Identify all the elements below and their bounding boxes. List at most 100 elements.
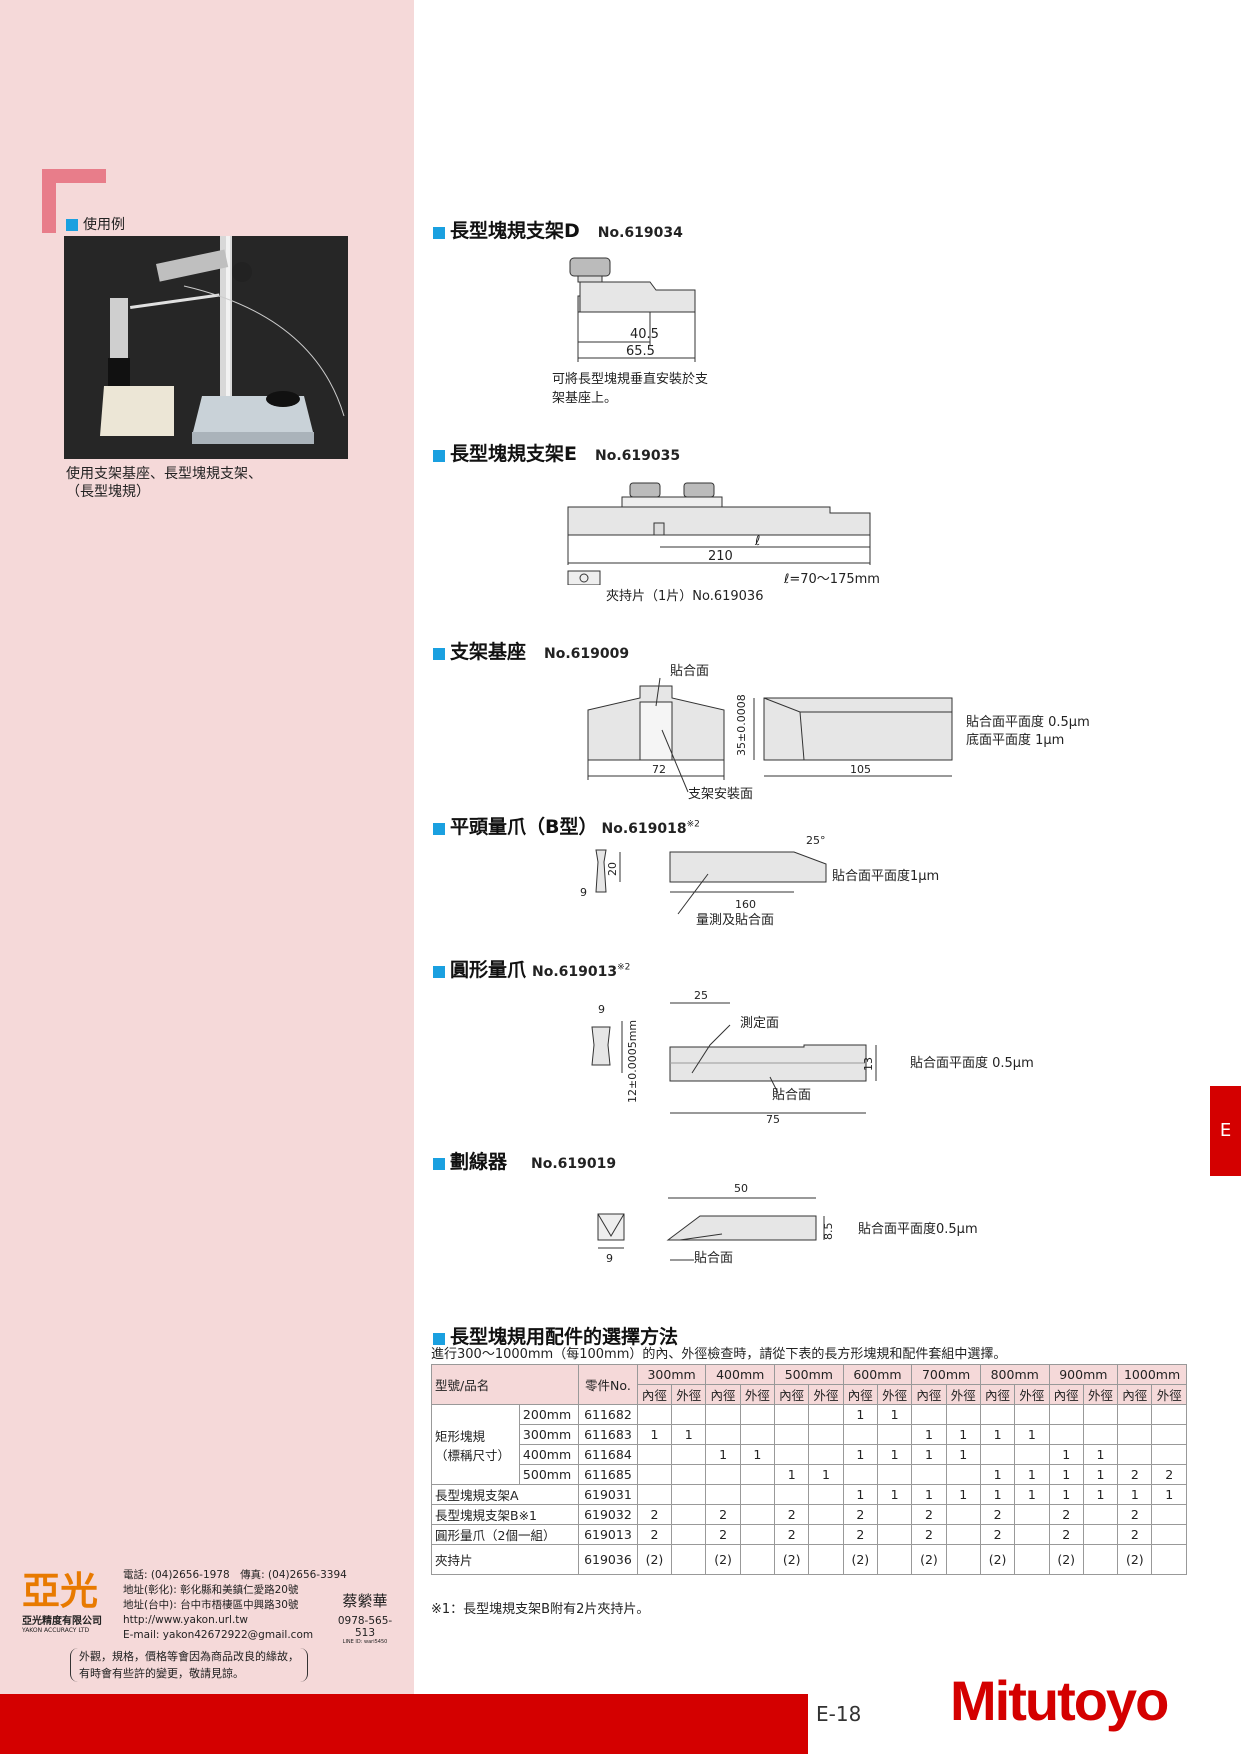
dim-12: 12±0.0005mm bbox=[626, 1020, 639, 1103]
row-part-no: 619036 bbox=[578, 1544, 638, 1575]
qty-cell bbox=[1082, 1504, 1119, 1525]
qty-cell bbox=[808, 1504, 844, 1525]
row-name: 夾持片 bbox=[430, 1544, 580, 1575]
sub-inner: 內徑 bbox=[705, 1384, 741, 1405]
qty-cell: 1 bbox=[1014, 1424, 1050, 1445]
clip-label: 夾持片（1片）No.619036 bbox=[606, 589, 764, 604]
qty-cell bbox=[1082, 1404, 1119, 1425]
qty-cell: 1 bbox=[876, 1444, 913, 1465]
row-part-no: 611682 bbox=[578, 1404, 638, 1425]
qty-cell: 1 bbox=[876, 1484, 913, 1505]
qty-cell: 1 bbox=[945, 1424, 981, 1445]
qty-cell bbox=[1014, 1404, 1050, 1425]
section-tab-e[interactable]: E bbox=[1210, 1086, 1241, 1176]
row-part-no: 619031 bbox=[578, 1484, 638, 1505]
dealer-website[interactable]: http://www.yakon.url.tw bbox=[123, 1614, 249, 1626]
sub-outer: 外徑 bbox=[739, 1384, 776, 1405]
footnote-mark: ※2 bbox=[686, 819, 700, 830]
qty-cell bbox=[1014, 1524, 1050, 1545]
row-part-no: 611683 bbox=[578, 1424, 638, 1445]
dim-40-5: 40.5 bbox=[630, 327, 659, 342]
row-name: 長型塊規支架B※1 bbox=[430, 1504, 580, 1525]
qty-cell: (2) bbox=[979, 1544, 1016, 1575]
qty-cell bbox=[1151, 1444, 1187, 1465]
label-mount-face: 支架安裝面 bbox=[688, 787, 753, 802]
dim-20: 20 bbox=[606, 862, 619, 876]
base-drawing: 貼合面 72 支架安裝面 35±0.0008 105 貼合面平面度 0.5μm … bbox=[587, 664, 1090, 802]
qty-cell bbox=[636, 1444, 673, 1465]
header-part: 零件No. bbox=[578, 1364, 638, 1405]
dealer-email[interactable]: E-mail: yakon42672922@gmail.com bbox=[123, 1629, 314, 1641]
qty-cell bbox=[876, 1464, 913, 1485]
qty-cell: 2 bbox=[1117, 1464, 1153, 1485]
qty-cell bbox=[1151, 1504, 1187, 1525]
qty-cell: 2 bbox=[842, 1524, 878, 1545]
table-footnote: ※1：長型塊規支架B附有2片夾持片。 bbox=[431, 1602, 650, 1617]
qty-cell: (2) bbox=[774, 1544, 810, 1575]
qty-cell bbox=[1082, 1424, 1119, 1445]
header-size: 900mm bbox=[1048, 1364, 1119, 1385]
header-size: 700mm bbox=[911, 1364, 981, 1385]
qty-cell bbox=[1014, 1544, 1050, 1575]
dealer-address-2: 地址(台中): 台中市梧棲區中興路30號 bbox=[123, 1599, 299, 1611]
qty-cell bbox=[671, 1404, 707, 1425]
dim-210: 210 bbox=[708, 549, 733, 564]
square-bullet-icon bbox=[433, 449, 445, 462]
qty-cell bbox=[671, 1484, 707, 1505]
qty-cell: 2 bbox=[636, 1504, 673, 1525]
dim-160: 160 bbox=[735, 898, 756, 911]
group-name-line1: 矩形塊規 bbox=[435, 1428, 486, 1444]
header-size: 400mm bbox=[705, 1364, 776, 1385]
row-name: 200mm bbox=[518, 1404, 580, 1425]
qty-cell bbox=[774, 1404, 810, 1425]
dealer-phone: 電話: (04)2656-1978 傳真: (04)2656-3394 bbox=[123, 1569, 347, 1581]
qty-cell: 1 bbox=[1014, 1484, 1050, 1505]
label-flatness-contact: 貼合面平面度 0.5μm bbox=[966, 714, 1090, 730]
qty-cell bbox=[705, 1464, 741, 1485]
footer-band bbox=[0, 1694, 808, 1754]
qty-cell: 2 bbox=[774, 1504, 810, 1525]
header-model: 型號/品名 bbox=[430, 1364, 580, 1405]
qty-cell bbox=[1151, 1524, 1187, 1545]
qty-cell: 2 bbox=[705, 1524, 741, 1545]
qty-cell: 1 bbox=[808, 1464, 844, 1485]
qty-cell: 2 bbox=[979, 1524, 1016, 1545]
qty-cell bbox=[671, 1544, 707, 1575]
qty-cell bbox=[945, 1524, 981, 1545]
square-bullet-icon bbox=[433, 1157, 445, 1170]
holder-e-drawing: ℓ 210 bbox=[567, 482, 871, 585]
qty-cell: 1 bbox=[1082, 1444, 1119, 1465]
qty-cell: 1 bbox=[1048, 1464, 1084, 1485]
qty-cell bbox=[739, 1464, 776, 1485]
round-jaw-drawing: 9 12±0.0005mm 25 測定面 13 貼合面平面度 0.5μm 75 … bbox=[591, 989, 1034, 1125]
qty-cell bbox=[1082, 1544, 1119, 1575]
qty-cell bbox=[671, 1524, 707, 1545]
dim-9: 9 bbox=[580, 886, 587, 899]
usage-label: 使用例 bbox=[83, 217, 125, 233]
qty-cell bbox=[808, 1484, 844, 1505]
section-title: 劃線器 bbox=[450, 1151, 508, 1173]
group-name-line2: （標稱尺寸） bbox=[435, 1447, 511, 1463]
qty-cell bbox=[1048, 1424, 1084, 1445]
label-measure-face: 量測及貼合面 bbox=[696, 913, 774, 928]
section-title: 圓形量爪 bbox=[450, 959, 527, 981]
square-bullet-icon bbox=[433, 822, 445, 835]
square-bullet-icon bbox=[433, 1332, 445, 1345]
label-measuring-face: 測定面 bbox=[740, 1016, 779, 1031]
sub-outer: 外徑 bbox=[1014, 1384, 1050, 1405]
qty-cell bbox=[876, 1504, 913, 1525]
row-name: 400mm bbox=[518, 1444, 580, 1465]
dim-75: 75 bbox=[766, 1113, 780, 1125]
dealer-logo: 亞光 亞光精度有限公司 YAKON ACCURACY LTD bbox=[22, 1570, 112, 1634]
sub-inner: 內徑 bbox=[774, 1384, 810, 1405]
qty-cell bbox=[979, 1404, 1016, 1425]
qty-cell bbox=[808, 1524, 844, 1545]
header-size: 500mm bbox=[774, 1364, 844, 1385]
footnote-mark: ※2 bbox=[617, 962, 631, 973]
qty-cell bbox=[636, 1464, 673, 1485]
qty-cell: 1 bbox=[842, 1484, 878, 1505]
qty-cell: 2 bbox=[1048, 1504, 1084, 1525]
